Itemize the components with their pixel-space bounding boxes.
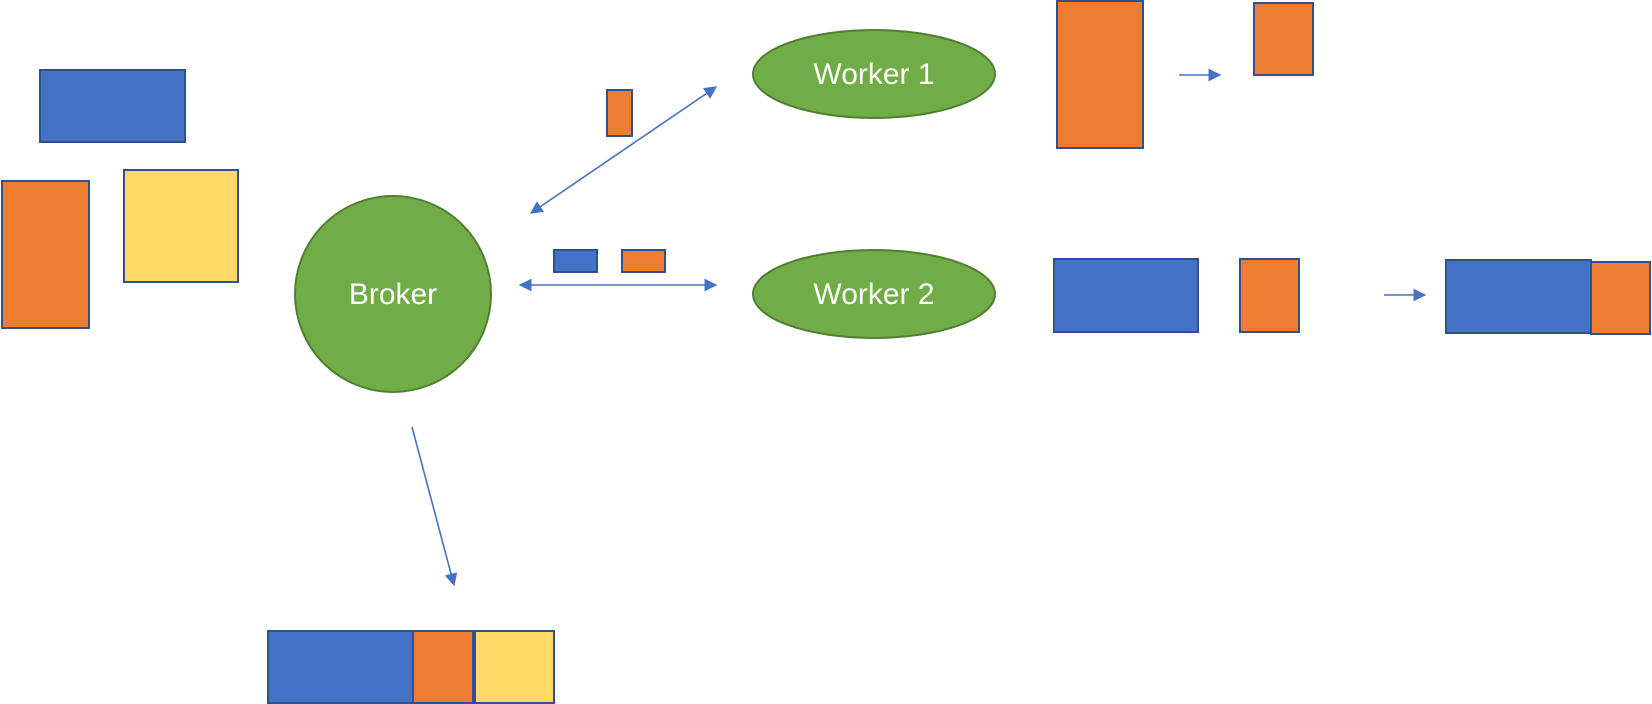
worker-1-input-block: [1056, 0, 1144, 149]
final-output-block-orange: [412, 630, 474, 704]
worker-1-output-block: [1253, 2, 1314, 76]
task-chunk-orange-worker-2: [621, 249, 666, 273]
broker-worker-1-arrow: [529, 86, 718, 214]
final-output-block-yellow: [474, 630, 555, 704]
worker-2-input-block-orange: [1239, 258, 1300, 333]
worker-2-label: Worker 2: [813, 278, 934, 311]
input-block-orange: [1, 180, 90, 329]
worker-2-output-block-orange: [1590, 261, 1651, 335]
input-block-yellow: [123, 169, 239, 283]
final-output-block-blue: [267, 630, 414, 704]
broker-output-arrow: [411, 426, 458, 587]
worker-2-input-block-blue: [1053, 258, 1199, 333]
worker-2-node: [752, 249, 996, 339]
broker-node: [294, 195, 492, 393]
worker-2-output-block-blue: [1445, 259, 1592, 334]
input-block-blue: [39, 69, 186, 143]
broker-label: Broker: [349, 278, 437, 311]
worker-1-label: Worker 1: [813, 58, 934, 91]
worker-1-node: [752, 29, 996, 119]
task-chunk-orange-worker-1: [606, 89, 633, 137]
task-chunk-blue-worker-2: [553, 249, 598, 273]
